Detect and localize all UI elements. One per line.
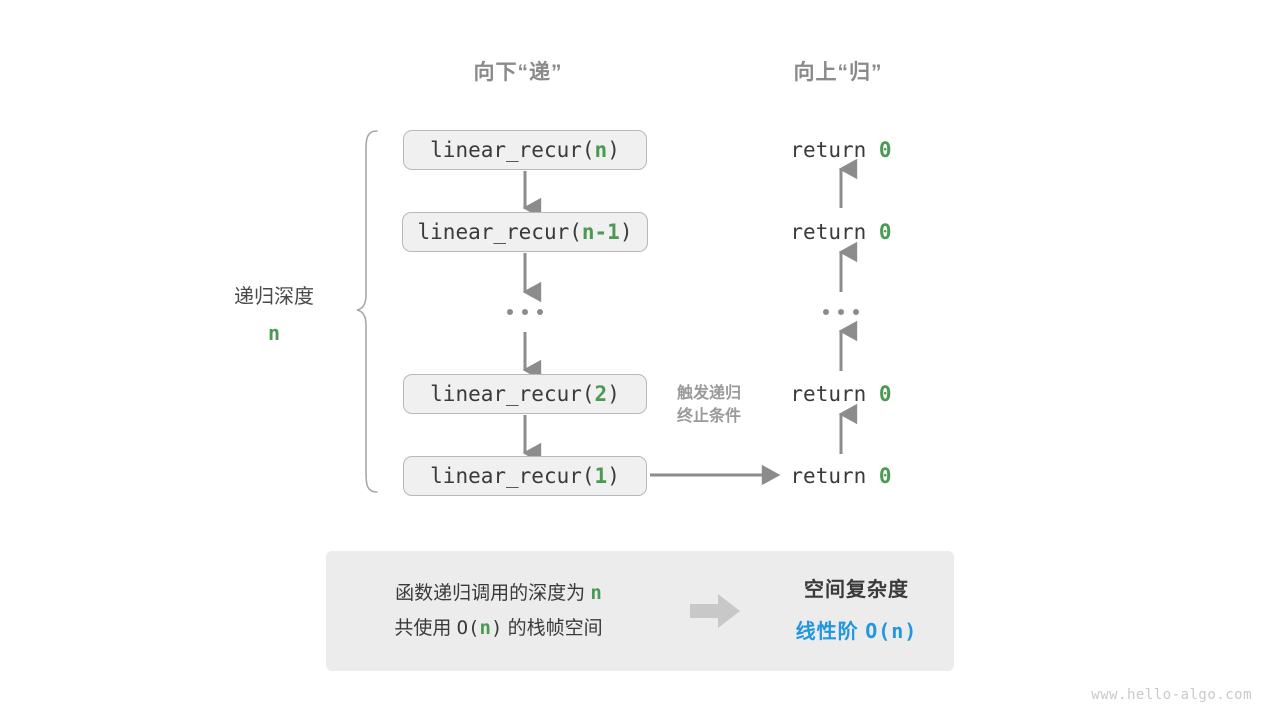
call-box-n-prefix: linear_recur( bbox=[430, 138, 595, 162]
return-value: 0 bbox=[878, 464, 892, 488]
summary-line2-close: ) bbox=[490, 617, 503, 639]
call-box-n-minus-1[interactable]: linear_recur(n-1) bbox=[402, 212, 648, 252]
call-box-n-minus-1-suffix: ) bbox=[619, 220, 633, 244]
summary-line2-text: 共使用 bbox=[394, 618, 457, 639]
base-case-note-line2: 终止条件 bbox=[676, 408, 742, 426]
call-box-2-prefix: linear_recur( bbox=[430, 382, 595, 406]
recursion-depth-label: 递归深度 n bbox=[234, 280, 314, 345]
summary-description: 函数递归调用的深度为 n 共使用 O(n) 的栈帧空间 bbox=[326, 576, 671, 646]
recursion-depth-text: 递归深度 bbox=[234, 286, 314, 308]
summary-description-line1: 函数递归调用的深度为 n bbox=[326, 576, 671, 611]
watermark: www.hello-algo.com bbox=[1091, 687, 1252, 703]
summary-result-title: 空间复杂度 bbox=[804, 578, 909, 601]
summary-result-order: 线性阶 bbox=[795, 620, 866, 643]
summary-line1-var: n bbox=[590, 581, 602, 604]
summary-line2-post: 的栈帧空间 bbox=[502, 618, 603, 639]
ellipsis-dot bbox=[537, 309, 543, 315]
call-box-1[interactable]: linear_recur(1) bbox=[403, 456, 647, 496]
return-stack-ellipsis bbox=[823, 309, 859, 315]
return-statement-3: return 0 bbox=[790, 382, 891, 406]
call-box-2-arg: 2 bbox=[594, 382, 608, 406]
call-box-n-minus-1-prefix: linear_recur( bbox=[417, 220, 582, 244]
call-stack-ellipsis bbox=[507, 309, 543, 315]
call-box-2-suffix: ) bbox=[607, 382, 620, 406]
summary-line2-o: O( bbox=[456, 617, 480, 639]
summary-result-notation: O(n) bbox=[865, 618, 918, 643]
call-box-n-arg: n bbox=[594, 138, 608, 162]
ellipsis-dot bbox=[853, 309, 859, 315]
column-header-ascend: 向上“归” bbox=[793, 61, 883, 84]
ellipsis-dot bbox=[522, 309, 528, 315]
summary-description-line2: 共使用 O(n) 的栈帧空间 bbox=[326, 611, 671, 646]
ellipsis-dot bbox=[507, 309, 513, 315]
summary-line1-text: 函数递归调用的深度为 bbox=[395, 582, 591, 604]
return-statement-2: return 0 bbox=[790, 220, 891, 244]
summary-result-value: 线性阶 O(n) bbox=[759, 614, 954, 650]
return-value: 0 bbox=[878, 382, 892, 406]
return-keyword: return bbox=[790, 382, 867, 406]
call-box-1-suffix: ) bbox=[607, 464, 620, 488]
return-keyword: return bbox=[790, 464, 867, 488]
depth-brace bbox=[356, 130, 378, 493]
ellipsis-dot bbox=[823, 309, 829, 315]
summary-line2-var: n bbox=[479, 617, 491, 639]
call-box-1-prefix: linear_recur( bbox=[430, 464, 595, 488]
call-box-n[interactable]: linear_recur(n) bbox=[403, 130, 647, 170]
call-box-1-arg: 1 bbox=[594, 464, 608, 488]
call-box-n-suffix: ) bbox=[607, 138, 620, 162]
base-case-note-line1: 触发递归 bbox=[676, 385, 742, 402]
complexity-summary-panel: 函数递归调用的深度为 n 共使用 O(n) 的栈帧空间 空间复杂度 线性阶 O(… bbox=[326, 551, 954, 671]
return-value: 0 bbox=[878, 138, 892, 162]
return-statement-1: return 0 bbox=[790, 138, 891, 162]
summary-result: 空间复杂度 线性阶 O(n) bbox=[759, 573, 954, 650]
recursion-depth-value: n bbox=[267, 321, 281, 345]
ellipsis-dot bbox=[838, 309, 844, 315]
return-value: 0 bbox=[878, 220, 892, 244]
base-case-note: 触发递归 终止条件 bbox=[677, 382, 741, 428]
right-arrow-icon bbox=[690, 594, 740, 628]
summary-arrow-container bbox=[671, 591, 759, 631]
return-keyword: return bbox=[790, 138, 867, 162]
return-keyword: return bbox=[790, 220, 867, 244]
call-box-2[interactable]: linear_recur(2) bbox=[403, 374, 647, 414]
column-header-descend: 向下“递” bbox=[473, 61, 563, 84]
return-statement-4: return 0 bbox=[790, 464, 891, 488]
call-box-n-minus-1-arg: n-1 bbox=[581, 220, 620, 244]
